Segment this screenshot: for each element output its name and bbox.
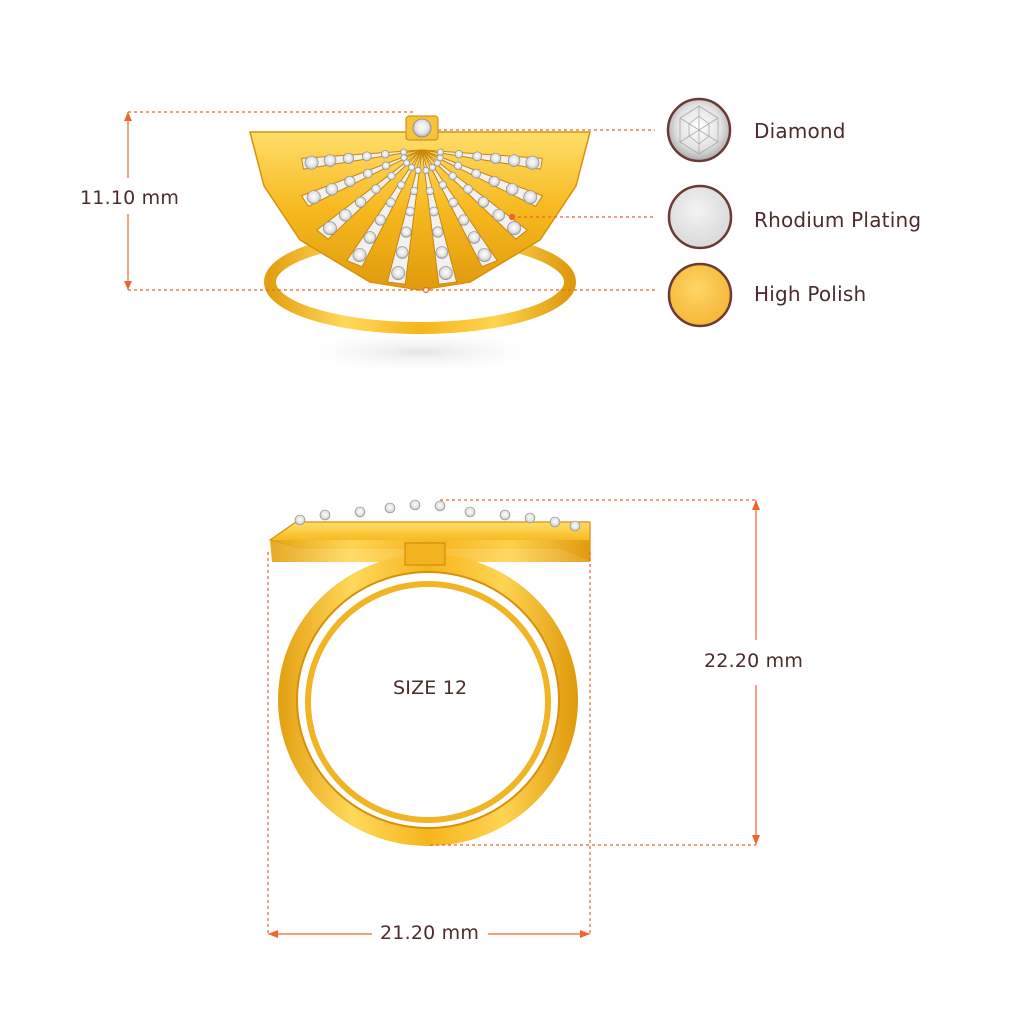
pave-diamond <box>403 159 411 167</box>
pave-diamond <box>525 155 540 170</box>
diamond-facets <box>679 105 719 155</box>
pave-diamond <box>425 186 435 196</box>
legend <box>666 97 733 328</box>
pave-diamond <box>395 246 409 259</box>
pave-diamond <box>429 206 439 217</box>
pave-diamond <box>396 180 406 190</box>
side-pave-diamond <box>524 512 536 524</box>
pave-diamond <box>472 151 483 162</box>
center-diamond <box>412 118 432 138</box>
pave-diamond <box>458 214 470 226</box>
pave-diamond <box>467 231 481 244</box>
pave-diamond <box>448 171 457 181</box>
pave-diamond <box>453 161 463 170</box>
side-pave-diamond <box>294 514 306 526</box>
pave-diamond <box>436 154 444 162</box>
pave-diamond <box>381 161 391 170</box>
high-polish-swatch-icon <box>667 262 733 328</box>
pave-diamond <box>381 150 390 159</box>
ring-top-view <box>249 115 591 374</box>
pave-diamond <box>323 154 337 167</box>
pave-diamond <box>385 197 396 208</box>
ring-size-label: SIZE 12 <box>393 677 468 699</box>
pave-diamond <box>438 266 453 281</box>
pave-diamond <box>448 197 459 208</box>
pave-diamond <box>352 248 367 262</box>
fan-ray <box>386 149 423 285</box>
pave-diamond <box>409 186 419 196</box>
side-pave-diamond <box>409 499 421 511</box>
side-pave-diamond <box>464 506 476 518</box>
pave-diamond <box>339 208 352 222</box>
side-pave-diamond <box>354 506 366 518</box>
pave-diamond <box>436 148 444 156</box>
pave-diamond <box>400 226 412 238</box>
side-pave-diamond <box>434 500 446 512</box>
legend-label-high-polish: High Polish <box>754 282 867 306</box>
pave-diamond <box>471 168 481 179</box>
pave-diamond <box>435 246 449 259</box>
side-dimension-lines <box>267 499 760 938</box>
top-height-dimension-label: 11.10 mm <box>80 187 180 209</box>
legend-label-diamond: Diamond <box>754 119 846 143</box>
pave-diamond <box>507 154 521 167</box>
pave-diamond <box>414 167 422 175</box>
pave-diamond <box>488 175 500 188</box>
side-pave-diamond <box>319 509 331 521</box>
side-pave-diamond <box>549 516 561 528</box>
pave-diamond <box>304 155 319 170</box>
side-height-dimension-label: 22.20 mm <box>704 650 804 672</box>
pave-diamond <box>306 190 321 205</box>
top-dimension-lines <box>124 111 655 294</box>
pave-diamond <box>355 196 367 208</box>
fan-ray <box>421 149 458 285</box>
pave-diamond <box>422 167 430 175</box>
pave-diamond <box>405 206 415 217</box>
ring-side-view <box>268 499 591 846</box>
pave-diamond <box>477 196 489 208</box>
pave-diamond <box>371 184 381 194</box>
side-pave-diamond <box>384 502 396 514</box>
pave-diamond <box>523 190 538 205</box>
pave-diamond <box>391 266 406 281</box>
pave-diamond <box>363 231 377 244</box>
fan-head <box>249 115 591 291</box>
rhodium-plating-swatch-icon <box>667 184 733 250</box>
pave-diamond <box>322 221 337 236</box>
pave-diamond <box>490 152 502 165</box>
pave-diamond <box>344 175 356 188</box>
pave-diamond <box>374 214 386 226</box>
side-pave-diamond <box>569 520 581 532</box>
pave-diamond <box>428 164 436 171</box>
pave-diamond <box>387 171 396 181</box>
pave-diamond <box>477 248 492 262</box>
pave-diamond <box>454 150 463 159</box>
band-inner-rim <box>305 581 551 823</box>
side-width-dimension-label: 21.20 mm <box>380 922 480 944</box>
legend-label-rhodium-plating: Rhodium Plating <box>754 208 922 232</box>
pave-diamond <box>505 183 519 196</box>
pave-diamond <box>463 184 473 194</box>
pave-diamond <box>438 180 448 190</box>
pave-diamond <box>492 208 505 222</box>
ring-shadow <box>285 330 555 374</box>
pave-diamond <box>325 183 339 196</box>
pave-diamond <box>342 152 354 165</box>
pave-diamond <box>363 168 373 179</box>
pave-diamond <box>408 164 416 171</box>
pave-diamond <box>432 226 444 238</box>
pave-diamond <box>361 151 372 162</box>
pave-diamond <box>400 148 408 156</box>
pave-diamond <box>507 221 522 236</box>
side-pave-diamond <box>499 509 511 521</box>
